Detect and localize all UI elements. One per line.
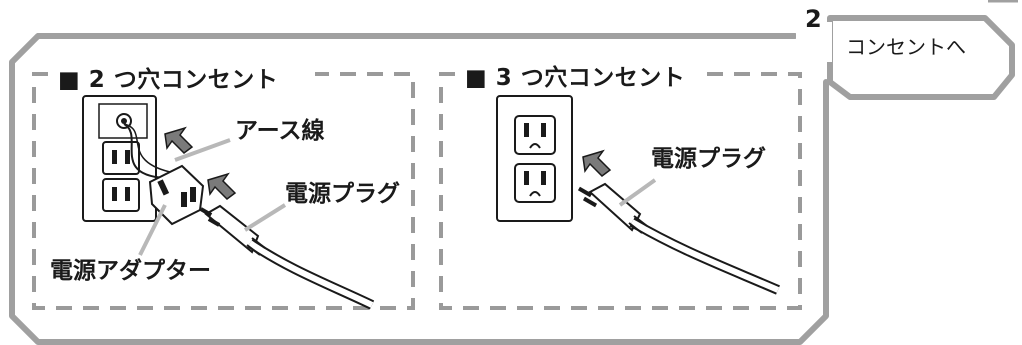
power-adapter-label: 電源アダプター (50, 258, 211, 284)
outer-frame (9, 33, 829, 345)
power-plug-label-right: 電源プラグ (651, 146, 766, 172)
panel-two-hole-border (32, 72, 415, 310)
power-plug-left (199, 204, 375, 310)
insert-arrow-icon (582, 149, 612, 177)
three-hole-wall-outlet (496, 95, 573, 222)
step-number: 2 (805, 5, 822, 33)
insert-arrow-icon (164, 126, 194, 154)
earth-wire-label: アース線 (235, 118, 325, 144)
step-tab (796, 0, 1018, 100)
panel-three-hole-border (439, 72, 802, 310)
two-hole-wall-outlet (82, 95, 157, 222)
power-plug-right (577, 182, 780, 295)
step-label: コンセントへ (846, 35, 966, 59)
two-hole-outlet-title: ■ 2 つ穴コンセント (58, 67, 279, 93)
three-hole-outlet-title: ■ 3 つ穴コンセント (465, 65, 686, 91)
power-plug-label-left: 電源プラグ (285, 181, 400, 207)
earth-wire (123, 123, 171, 179)
insert-arrow-icon (207, 172, 237, 200)
